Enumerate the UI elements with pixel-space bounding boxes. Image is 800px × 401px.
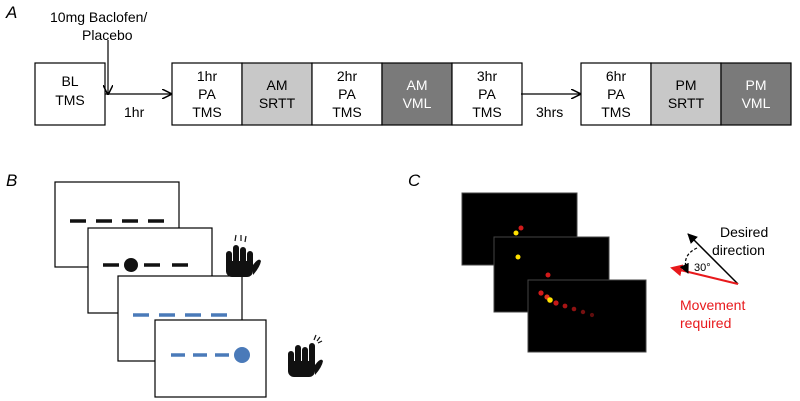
trail-dot [571,306,577,312]
trail-dot [553,300,559,306]
trail-dot [518,225,524,231]
hand-press-icon-2 [288,334,323,377]
session-box-label: TMS [472,104,502,120]
trail-dot [580,309,586,315]
drug-label-line1: 10mg Baclofen/ [50,9,147,25]
srtt-card-4 [154,319,267,398]
movement-trail [538,290,595,318]
trail-dot [562,303,568,309]
session-box-label: PM [746,77,767,93]
angle-label: 30° [694,262,711,274]
session-box-label: TMS [332,104,362,120]
session-box-label: PA [607,86,625,102]
session-box-label: TMS [601,104,631,120]
session-box [171,62,243,126]
session-box-label: PA [478,86,496,102]
session-box [580,62,652,126]
session-box-label: AM [267,77,288,93]
angle-arc [679,247,698,274]
session-box-label: VML [742,95,771,111]
session-box-label: SRTT [668,95,705,111]
dash-row-blue-2 [171,347,250,363]
session-box-label: AM [407,77,428,93]
session-box-label: 6hr [606,68,627,84]
session-box-label: 1hr [197,68,218,84]
cursor-dot [515,254,521,260]
session-box-label: VML [403,95,432,111]
target-dot-black [124,258,138,272]
session-box-label: 3hr [477,68,498,84]
cursor-dot [547,297,553,303]
movement-required-line1: Movement [680,297,745,313]
session-box [311,62,383,126]
session-box [650,62,722,126]
desired-direction-line1: Desired [720,224,768,240]
desired-direction-line2: direction [712,242,765,258]
bl-box-line2: TMS [55,92,85,108]
session-box-label: 2hr [337,68,358,84]
desired-direction-arrow [687,233,739,285]
trail-dot [538,290,544,296]
vml-screen-3 [527,279,647,353]
trail-dot [545,272,551,278]
session-box [381,62,453,126]
trail-dot [589,312,595,318]
session-box-label: PA [338,86,356,102]
cursor-dot [513,230,519,236]
target-dot-blue [234,347,250,363]
panel-letter-a: A [5,3,17,22]
panel-letter-c: C [408,171,421,190]
session-box-label: PA [198,86,216,102]
session-box-label: PM [676,77,697,93]
gap2-label: 3hrs [536,104,563,120]
dash-row-black-2 [103,258,188,272]
session-box [720,62,792,126]
bl-box-line1: BL [61,73,78,89]
session-box-label: SRTT [259,95,296,111]
gap1-label: 1hr [124,104,145,120]
hand-press-icon [226,234,261,277]
movement-required-line2: required [680,315,731,331]
session-box [241,62,313,126]
panel-letter-b: B [6,171,17,190]
session-box-label: TMS [192,104,222,120]
drug-label-line2: Placebo [82,27,133,43]
